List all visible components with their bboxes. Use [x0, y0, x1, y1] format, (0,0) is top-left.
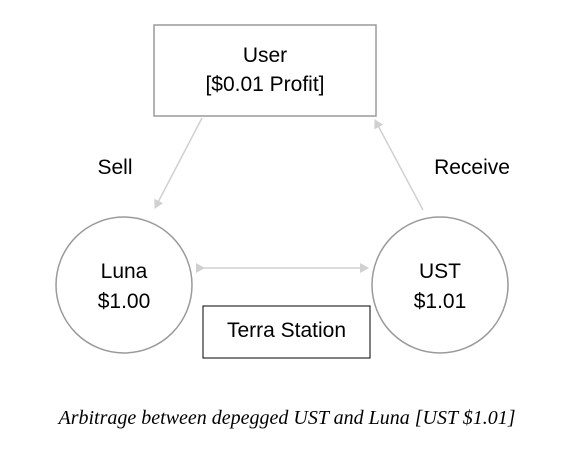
- luna-circle: [55, 216, 193, 354]
- luna-price: $1.00: [97, 290, 151, 313]
- ust-price: $1.01: [413, 290, 467, 313]
- sell-arrow: [154, 117, 203, 209]
- ust-title: UST: [419, 260, 461, 283]
- diagram-caption: Arbitrage between depegged UST and Luna …: [58, 407, 516, 429]
- receive-arrow: [374, 119, 424, 211]
- user-box: [153, 24, 377, 117]
- user-profit: [$0.01 Profit]: [205, 73, 325, 96]
- terra-station-label: Terra Station: [226, 319, 347, 342]
- receive-label: Receive: [434, 156, 510, 179]
- sell-label: Sell: [97, 156, 133, 179]
- terra-station-box: [202, 305, 371, 359]
- user-title: User: [242, 44, 288, 67]
- luna-title: Luna: [100, 260, 148, 283]
- ust-circle: [371, 216, 509, 354]
